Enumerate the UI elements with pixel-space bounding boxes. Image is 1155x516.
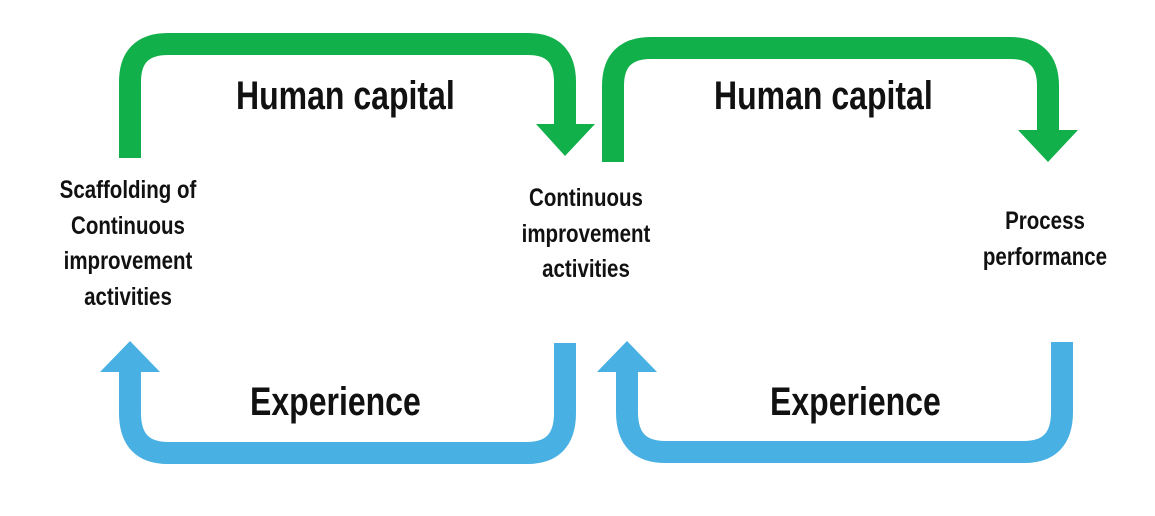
experience-arrow-1 (100, 341, 576, 464)
node-scaffolding-line-3: improvement (63, 247, 193, 275)
human-capital-arrow-1-head (536, 124, 595, 156)
edge-label-human-capital-1: Human capital (236, 74, 455, 118)
node-scaffolding-line-2: Continuous (71, 211, 185, 240)
edge-label-experience-2: Experience (770, 380, 941, 424)
node-ci-activities-line-1: Continuous (529, 184, 643, 212)
node-process-performance-line-1: Process (1005, 207, 1085, 235)
node-scaffolding-line-4: activities (84, 282, 172, 311)
experience-arrow-2 (597, 341, 1073, 463)
node-ci-activities-line-2: improvement (521, 219, 651, 248)
human-capital-arrow-2-body (602, 37, 1059, 162)
human-capital-arrow-1 (119, 33, 595, 158)
human-capital-arrow-1-body (119, 33, 576, 158)
experience-arrow-2-head (597, 341, 657, 372)
human-capital-arrow-2-head (1018, 130, 1078, 162)
node-ci-activities-label: Continuous improvement activities (496, 181, 676, 288)
experience-arrow-1-head (100, 341, 160, 372)
edge-label-experience-1: Experience (250, 380, 421, 424)
node-ci-activities-line-3: activities (542, 255, 630, 283)
node-scaffolding-label: Scaffolding of Continuous improvement ac… (38, 173, 218, 315)
experience-arrow-2-body (616, 342, 1073, 463)
edge-label-human-capital-2: Human capital (714, 74, 933, 118)
human-capital-arrow-2 (602, 37, 1078, 162)
node-process-performance-line-2: performance (982, 242, 1108, 271)
node-process-performance-label: Process performance (955, 204, 1135, 275)
node-scaffolding-line-1: Scaffolding of (59, 176, 197, 204)
experience-arrow-1-body (119, 343, 576, 464)
